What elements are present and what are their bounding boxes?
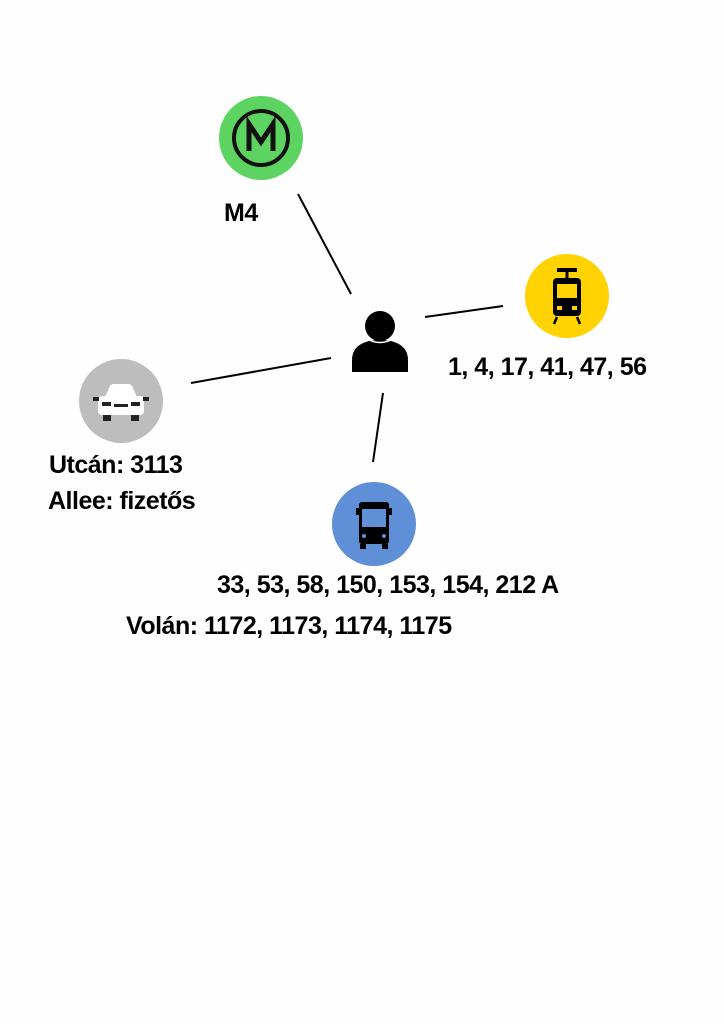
car-node [79,359,163,443]
tram-label: 1, 4, 17, 41, 47, 56 [448,353,647,381]
bus-volan-lines: Volán: 1172, 1173, 1174, 1175 [126,612,452,640]
line-to-tram [424,305,504,318]
metro-label: M4 [224,199,258,227]
car-street-parking: Utcán: 3113 [49,451,183,479]
line-to-bus [372,392,384,463]
tram-node [525,254,609,338]
bus-node [332,482,416,566]
car-icon [93,384,149,421]
bus-icon [356,502,392,549]
tram-icon [552,268,582,325]
person-icon [352,311,408,372]
line-to-car [190,357,332,384]
car-allee-parking: Allee: fizetős [48,487,196,515]
metro-node [219,96,303,180]
line-to-metro [297,193,352,295]
bus-city-lines: 33, 53, 58, 150, 153, 154, 212 A [217,571,559,599]
metro-m-icon [232,109,290,167]
